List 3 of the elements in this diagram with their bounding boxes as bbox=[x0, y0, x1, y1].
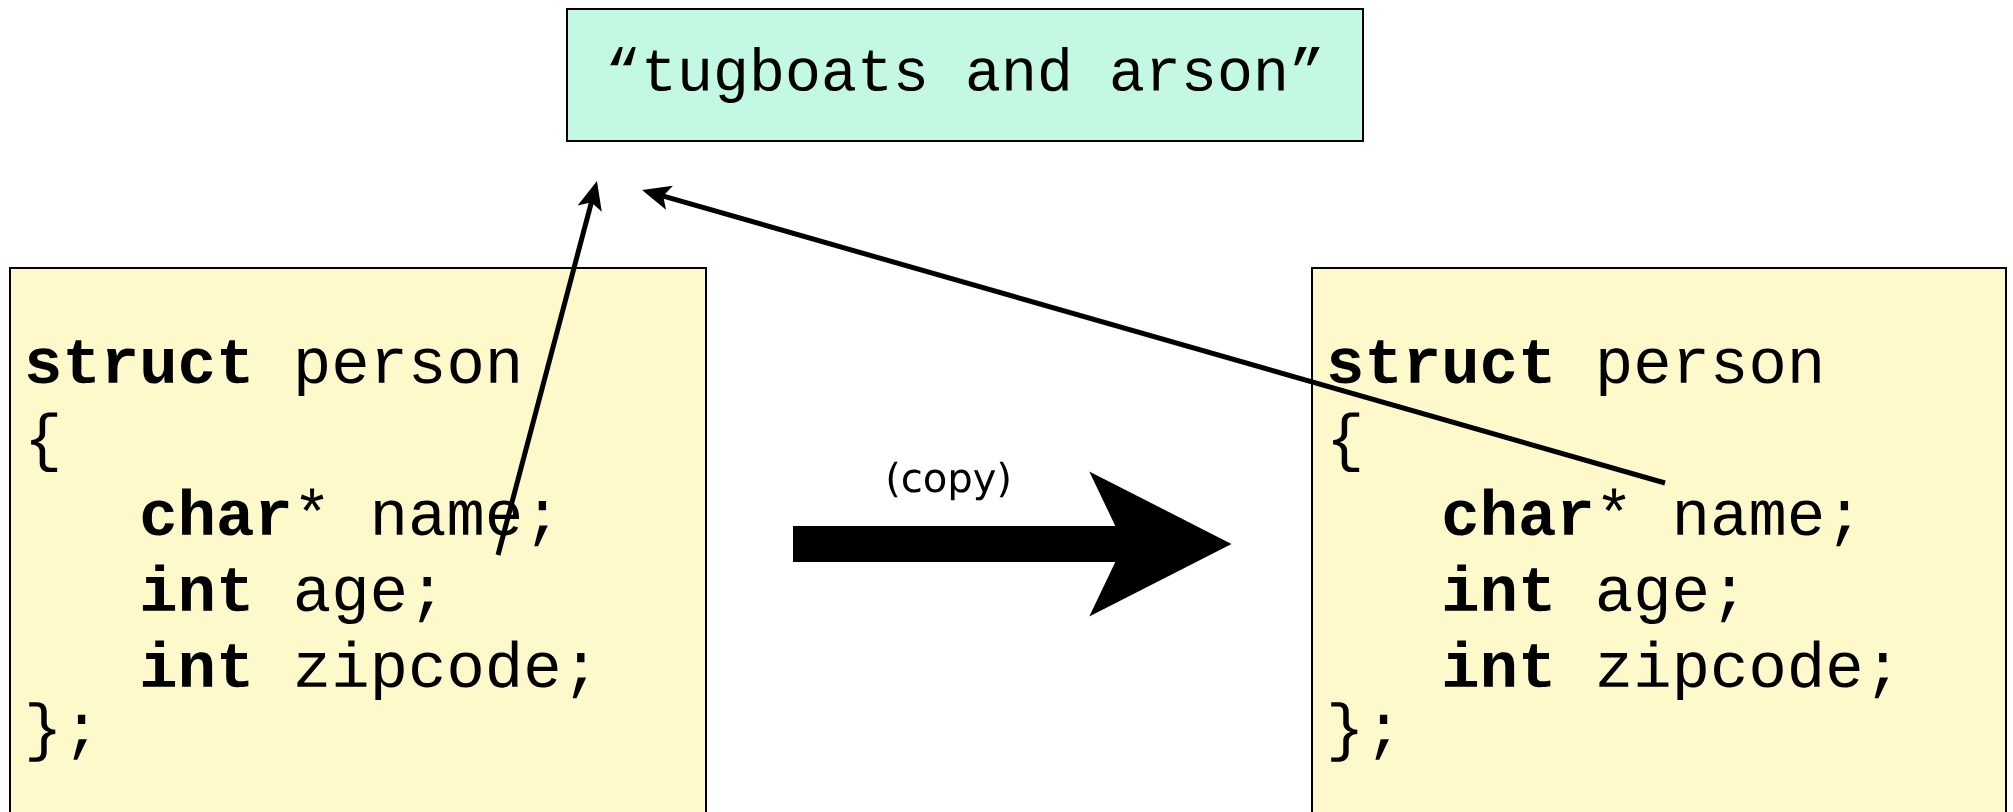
string-box: “tugboats and arson” bbox=[566, 8, 1364, 142]
edge-label: (copy) bbox=[881, 457, 1016, 505]
struct-box: struct person { char* name; int age; int zipcode; }; bbox=[1311, 267, 2007, 812]
